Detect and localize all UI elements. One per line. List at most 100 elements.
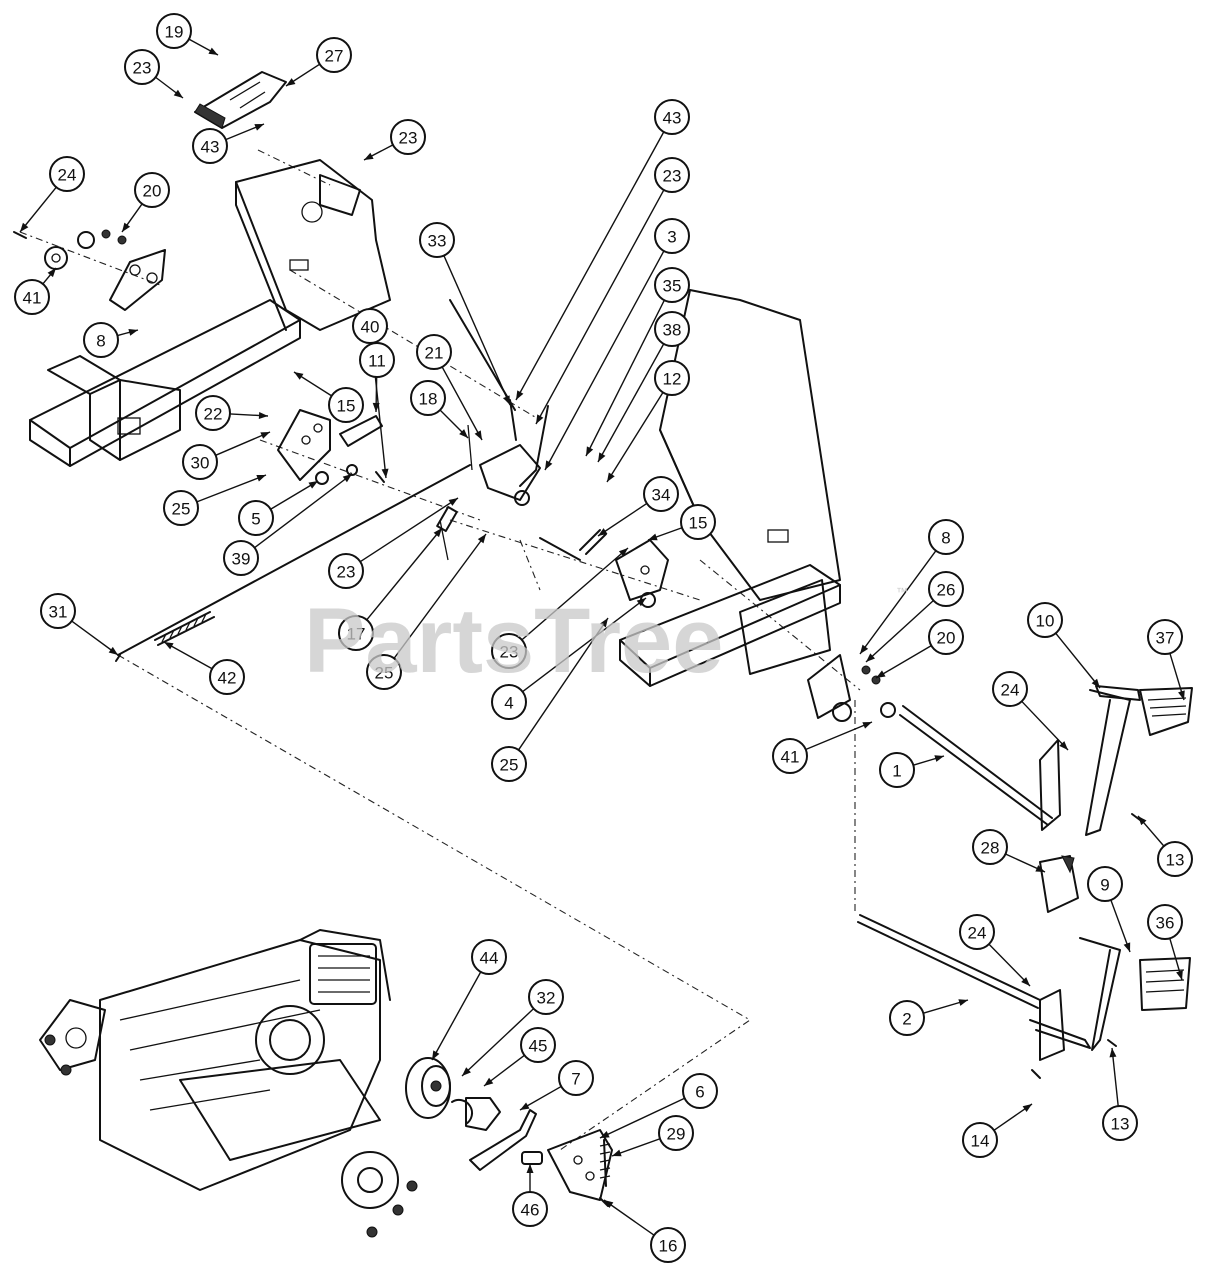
callout-c22[interactable]: 22 xyxy=(195,395,231,431)
callout-c16[interactable]: 16 xyxy=(650,1227,686,1263)
callout-c44[interactable]: 44 xyxy=(471,939,507,975)
callout-c28[interactable]: 28 xyxy=(972,829,1008,865)
leader-line-c3 xyxy=(544,250,665,471)
callout-c18[interactable]: 18 xyxy=(410,380,446,416)
callout-label: 23 xyxy=(337,563,356,582)
callout-label: 29 xyxy=(667,1125,686,1144)
callout-c24b[interactable]: 24 xyxy=(992,671,1028,707)
callout-c31[interactable]: 31 xyxy=(40,593,76,629)
callout-c33[interactable]: 33 xyxy=(419,222,455,258)
callout-c45[interactable]: 45 xyxy=(520,1027,556,1063)
callout-c11[interactable]: 11 xyxy=(359,342,395,378)
leader-line-c21 xyxy=(441,366,483,441)
callout-c29[interactable]: 29 xyxy=(658,1115,694,1151)
callout-c17[interactable]: 17 xyxy=(338,615,374,651)
leader-arrow-c17 xyxy=(433,528,442,538)
callout-c23e[interactable]: 23 xyxy=(491,633,527,669)
callout-c9[interactable]: 9 xyxy=(1087,866,1123,902)
callout-label: 46 xyxy=(521,1201,540,1220)
callout-c5[interactable]: 5 xyxy=(238,500,274,536)
callout-c24a[interactable]: 24 xyxy=(49,156,85,192)
callout-c15b[interactable]: 15 xyxy=(680,504,716,540)
callout-circle xyxy=(654,267,690,303)
leader-arrow-c42 xyxy=(164,642,174,650)
leader-arrow-c28 xyxy=(1035,865,1045,872)
callout-circle xyxy=(491,746,527,782)
callout-c38[interactable]: 38 xyxy=(654,311,690,347)
leader-arrow-c1 xyxy=(934,755,944,762)
leader-arrow-c38 xyxy=(598,452,606,462)
callout-label: 11 xyxy=(368,352,386,371)
callout-c25b[interactable]: 25 xyxy=(366,654,402,690)
callout-c41b[interactable]: 41 xyxy=(772,738,808,774)
callout-label: 24 xyxy=(58,166,77,185)
callout-label: 37 xyxy=(1156,629,1175,648)
callout-c32[interactable]: 32 xyxy=(528,979,564,1015)
callout-c8b[interactable]: 8 xyxy=(928,519,964,555)
callout-c13b[interactable]: 13 xyxy=(1102,1105,1138,1141)
callout-c25c[interactable]: 25 xyxy=(491,746,527,782)
callout-circle xyxy=(124,49,160,85)
callout-c41a[interactable]: 41 xyxy=(14,279,50,315)
callout-c39[interactable]: 39 xyxy=(223,540,259,576)
callout-c36[interactable]: 36 xyxy=(1147,904,1183,940)
callout-c7[interactable]: 7 xyxy=(558,1060,594,1096)
callout-label: 39 xyxy=(232,550,251,569)
callout-c19[interactable]: 19 xyxy=(156,13,192,49)
callout-c23b[interactable]: 23 xyxy=(390,119,426,155)
callout-c3[interactable]: 3 xyxy=(654,218,690,254)
callout-c2[interactable]: 2 xyxy=(889,1000,925,1036)
callout-c20b[interactable]: 20 xyxy=(928,619,964,655)
callout-c40[interactable]: 40 xyxy=(352,308,388,344)
callout-c34[interactable]: 34 xyxy=(643,476,679,512)
callout-circle xyxy=(658,1115,694,1151)
callout-label: 15 xyxy=(337,397,356,416)
callout-c27[interactable]: 27 xyxy=(316,37,352,73)
callout-c13a[interactable]: 13 xyxy=(1157,841,1193,877)
callout-circle xyxy=(1147,619,1183,655)
callout-circle xyxy=(558,1060,594,1096)
leader-arrow-c41a xyxy=(47,268,56,278)
leader-line-c13b xyxy=(1111,1047,1119,1107)
callout-circle xyxy=(992,671,1028,707)
callout-circle xyxy=(962,1122,998,1158)
callout-c30[interactable]: 30 xyxy=(182,444,218,480)
callout-label: 26 xyxy=(937,581,956,600)
callout-c26[interactable]: 26 xyxy=(928,571,964,607)
callout-c43b[interactable]: 43 xyxy=(654,99,690,135)
control-rod xyxy=(115,464,471,662)
callout-c21[interactable]: 21 xyxy=(416,334,452,370)
callout-c25a[interactable]: 25 xyxy=(163,490,199,526)
leader-arrow-c4 xyxy=(636,598,646,607)
callout-c37[interactable]: 37 xyxy=(1147,619,1183,655)
callout-c14[interactable]: 14 xyxy=(962,1122,998,1158)
callout-c35[interactable]: 35 xyxy=(654,267,690,303)
leader-arrow-c5 xyxy=(308,481,318,489)
callout-c1[interactable]: 1 xyxy=(879,752,915,788)
callout-c23a[interactable]: 23 xyxy=(124,49,160,85)
callout-label: 40 xyxy=(361,318,380,337)
callout-c24c[interactable]: 24 xyxy=(959,914,995,950)
callout-c20a[interactable]: 20 xyxy=(134,172,170,208)
callout-c46[interactable]: 46 xyxy=(512,1191,548,1227)
callout-label: 8 xyxy=(941,529,950,548)
callout-circle xyxy=(195,395,231,431)
leader-arrow-c35 xyxy=(586,446,594,456)
callout-c10[interactable]: 10 xyxy=(1027,602,1063,638)
callout-label: 16 xyxy=(659,1237,678,1256)
callout-c42[interactable]: 42 xyxy=(209,659,245,695)
callout-c23d[interactable]: 23 xyxy=(328,553,364,589)
callout-c12[interactable]: 12 xyxy=(654,360,690,396)
callout-circle xyxy=(419,222,455,258)
callout-circle xyxy=(959,914,995,950)
callout-c43a[interactable]: 43 xyxy=(192,128,228,164)
callout-c4[interactable]: 4 xyxy=(491,684,527,720)
callout-c15a[interactable]: 15 xyxy=(328,387,364,423)
callout-c6[interactable]: 6 xyxy=(682,1073,718,1109)
leader-arrow-c8a xyxy=(128,328,138,336)
leader-line-c23d xyxy=(359,497,459,563)
callout-label: 19 xyxy=(165,23,184,42)
callout-c8a[interactable]: 8 xyxy=(83,322,119,358)
leader-arrow-c7 xyxy=(520,1102,530,1110)
callout-c23c[interactable]: 23 xyxy=(654,157,690,193)
